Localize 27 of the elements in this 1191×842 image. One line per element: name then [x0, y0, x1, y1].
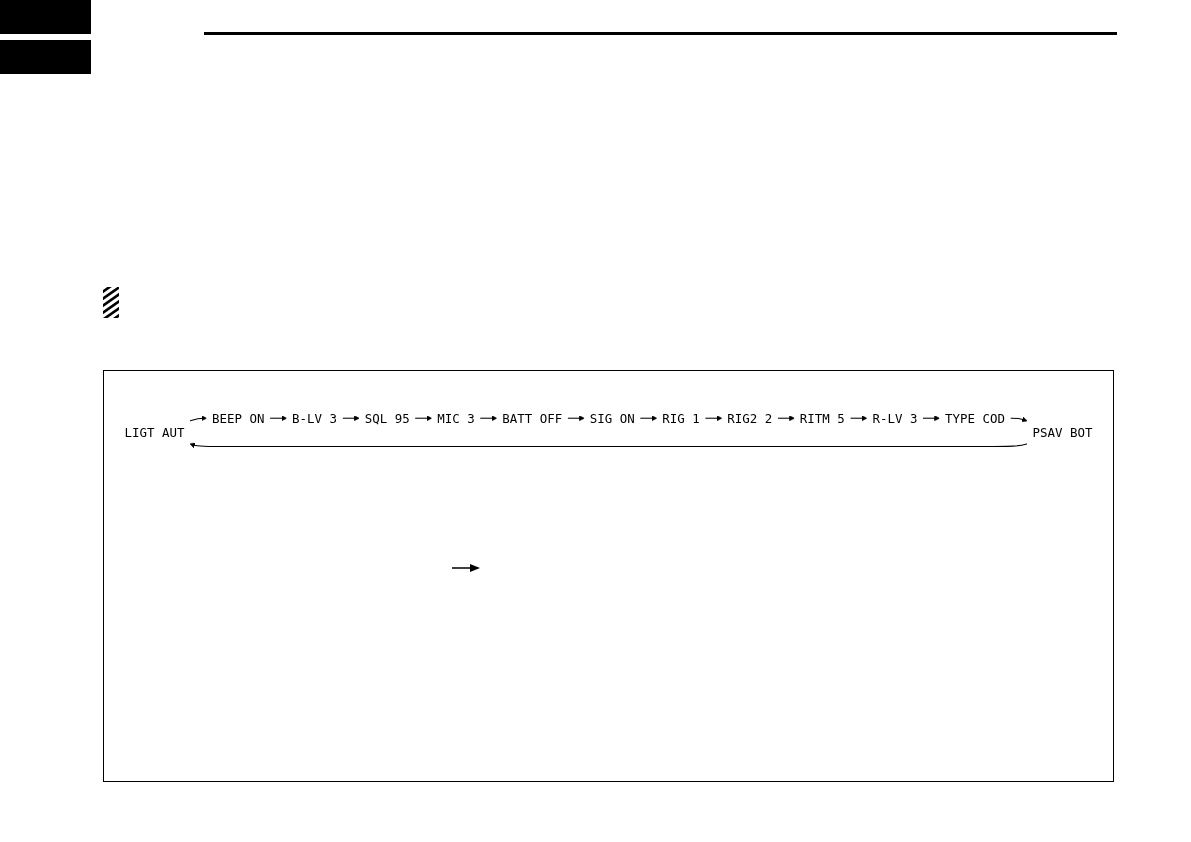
arrow [269, 415, 288, 422]
node-text: BEEP ON [212, 410, 265, 426]
arrow [777, 415, 795, 422]
node-text: B-LV 3 [292, 410, 338, 426]
node-text: PSAV BOT [1032, 425, 1093, 440]
arrow [341, 415, 360, 422]
node-text: RITM 5 [799, 410, 845, 426]
node-text: MIC 3 [437, 410, 475, 426]
node-text: SQL 95 [364, 410, 410, 426]
arrow [849, 415, 868, 422]
arrow [1009, 416, 1028, 423]
node-text: BATT OFF [502, 410, 563, 426]
node-text: RIG2 2 [727, 410, 773, 426]
arrow [414, 415, 433, 422]
node-text: TYPE COD [944, 410, 1005, 426]
arrow [189, 415, 208, 422]
arrow [189, 442, 1028, 449]
node-text: RIG 1 [662, 410, 700, 426]
diagram-frame: LIGT AUT BEEP ON B-LV 3 SQL 95 MIC 3 BATT OFF SIG ON RIG 1 RIG2 2 RITM 5 R-LV 3 TYPE COD PSAV BOT [103, 370, 1114, 782]
arrow [922, 415, 940, 422]
node-text: R-LV 3 [872, 410, 918, 426]
node-text: SIG ON [589, 410, 635, 426]
node-text: LIGT AUT [124, 425, 185, 440]
arrow [566, 415, 585, 422]
arrow [639, 415, 658, 422]
arrow [479, 415, 498, 422]
arrow [704, 415, 723, 422]
